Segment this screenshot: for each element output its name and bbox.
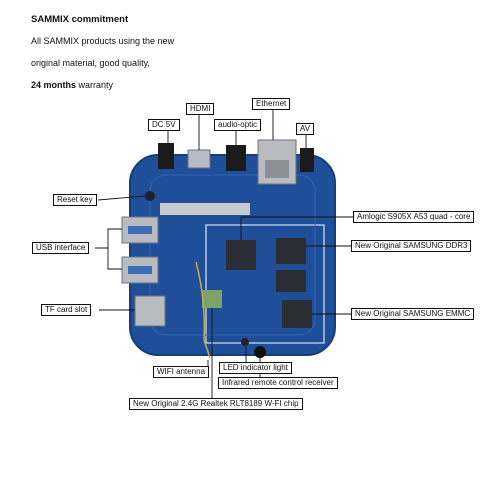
intro-line-2: original material, good quality,	[31, 58, 150, 68]
ethernet-label: Ethernet	[252, 98, 291, 110]
cpu-chip	[226, 240, 256, 270]
reset-key-label: Reset key	[53, 194, 97, 206]
reset-button	[145, 191, 155, 201]
dc-jack	[158, 143, 174, 169]
emmc-chip	[282, 300, 312, 328]
av-label: AV	[296, 123, 315, 135]
audio-optic-port	[226, 145, 246, 171]
ddr-chip-2	[276, 270, 306, 292]
warranty-text: warranty	[76, 80, 114, 90]
leader-lines	[95, 110, 353, 398]
ddr3-label: New Original SAMSUNG DDR3	[351, 240, 472, 252]
usb-port-1-slot	[128, 226, 152, 234]
usb-interface-label: USB interface	[32, 242, 90, 254]
tf-card-label: TF card slot	[41, 304, 92, 316]
pcb-inner-shade	[149, 174, 316, 336]
usb-port-2-slot	[128, 266, 152, 274]
tf-card-slot	[134, 295, 166, 327]
intro-title: SAMMIX commitment	[31, 14, 129, 25]
led-indicator-label: LED indicator light	[219, 362, 292, 374]
leader-cpu	[240, 216, 353, 240]
av-jack	[300, 148, 314, 172]
wifi-chip-label: New Original 2.4G Realtek RLT8189 W-FI c…	[129, 398, 303, 410]
wifi-antenna-label: WIFI antenna	[153, 366, 210, 378]
ir-receiver	[254, 346, 266, 358]
warranty-period: 24 months	[31, 80, 77, 90]
wifi-chip	[202, 290, 222, 308]
dc-label: DC 5V	[148, 119, 180, 131]
audio-optic-label: audio-optic	[214, 119, 262, 131]
leader-reset	[97, 195, 146, 201]
ethernet-socket	[265, 160, 289, 178]
hdmi-label: HDMI	[186, 103, 215, 115]
intro-line-1: All SAMMIX products using the new	[31, 36, 175, 46]
wifi-antenna-trace	[195, 261, 211, 359]
ddr-chip-1	[276, 238, 306, 264]
cpu-label: Amlogic S905X A53 quad - core	[353, 211, 475, 223]
hdmi-port	[187, 149, 211, 169]
pcb-silk-frame	[205, 224, 325, 344]
intro-line-3: 24 months warranty	[31, 80, 113, 90]
led-light	[241, 338, 249, 346]
emmc-label: New Original SAMSUNG EMMC	[351, 308, 475, 320]
heatsink-strip	[160, 203, 250, 215]
leader-usb	[95, 228, 122, 270]
ir-receiver-label: Infrared remote control receiver	[218, 377, 338, 389]
